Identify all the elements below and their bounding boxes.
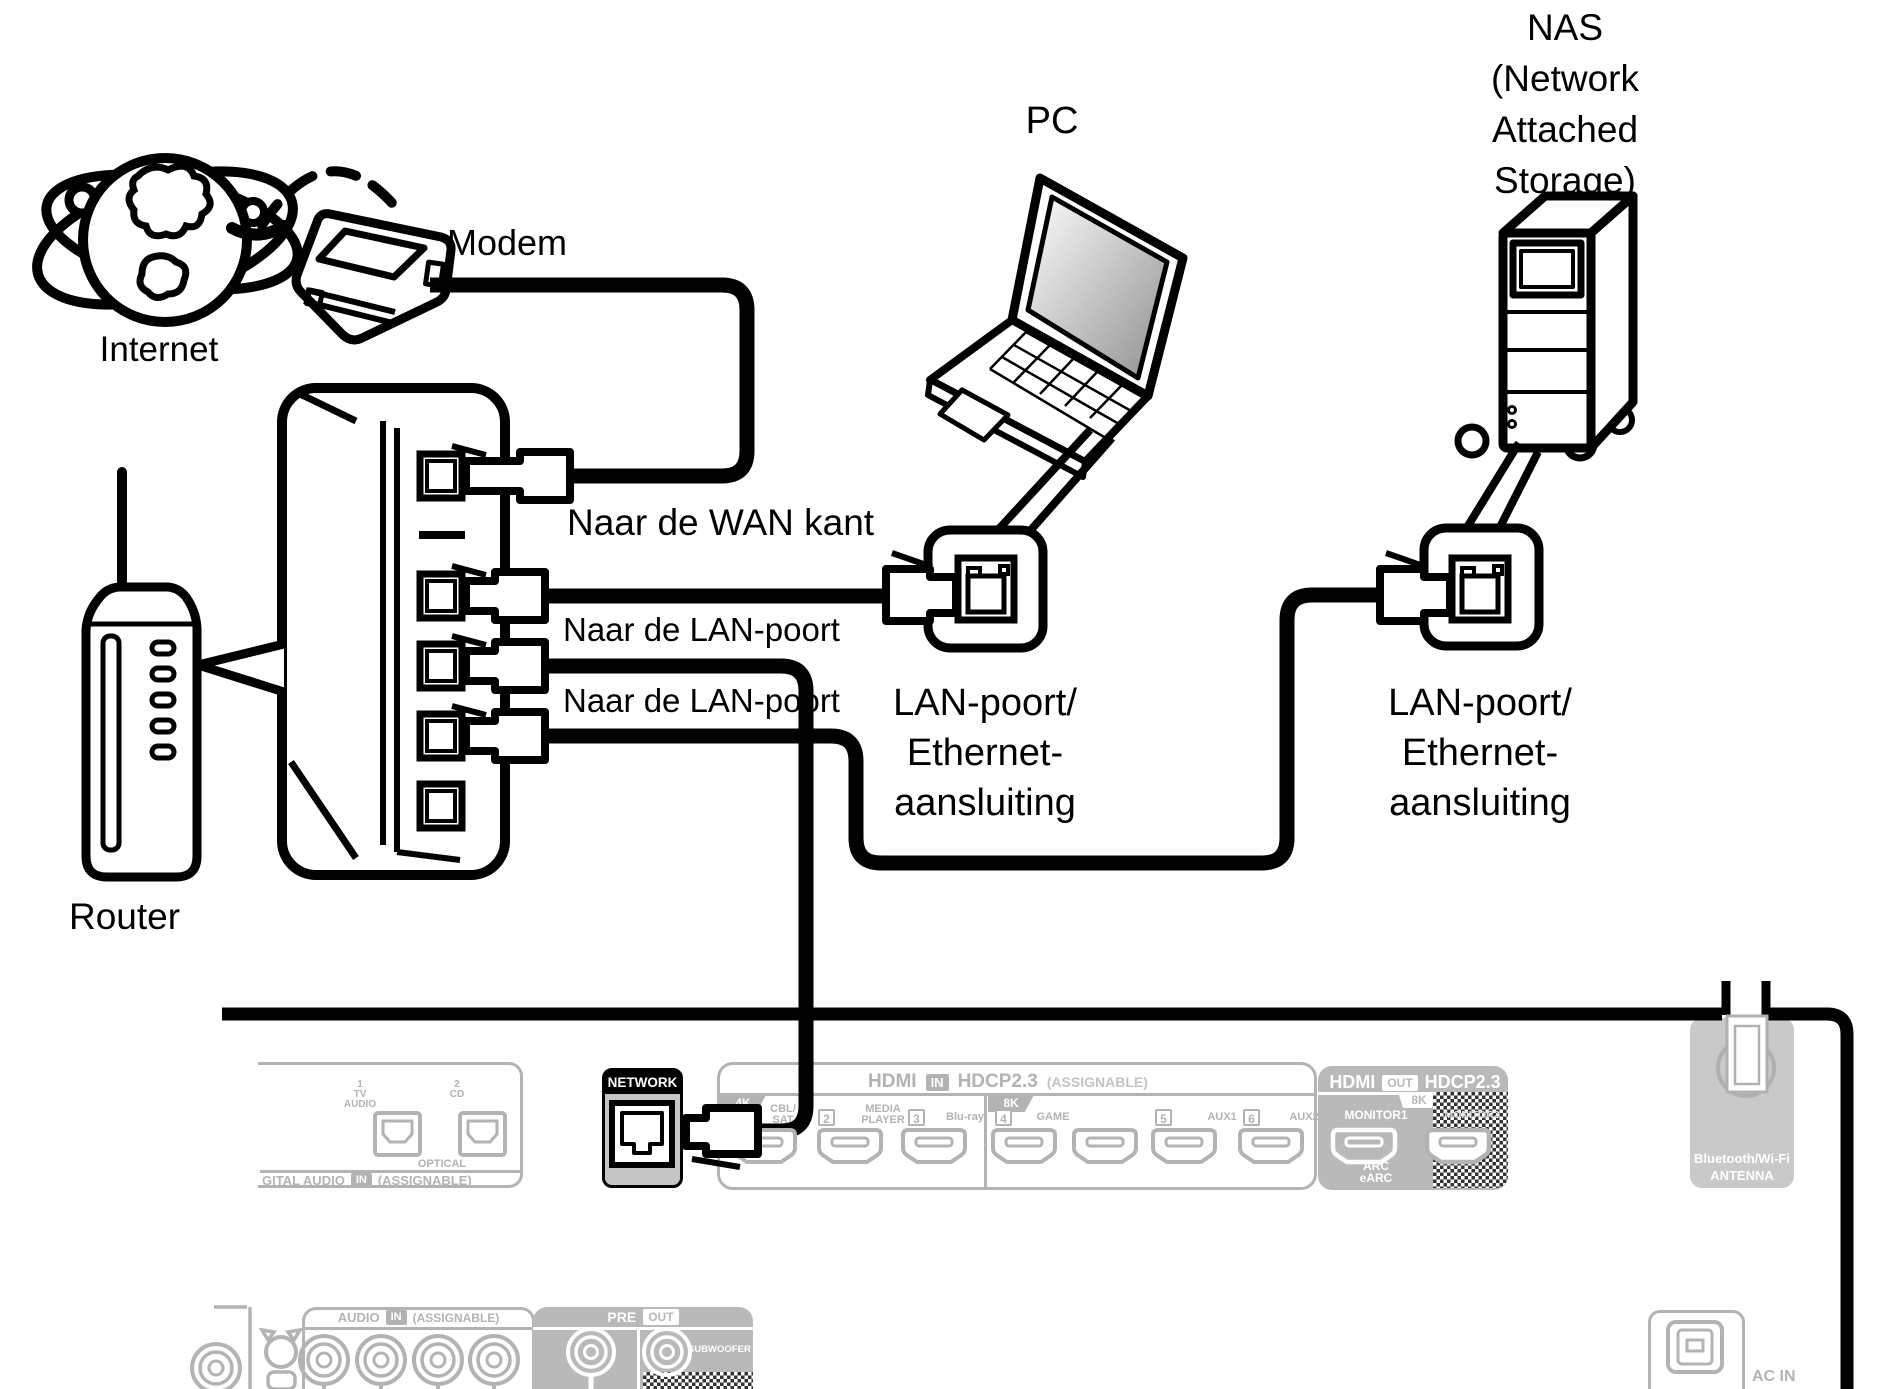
router-label: Router xyxy=(68,896,181,937)
nas-callout-tail xyxy=(1462,440,1542,532)
network-port-box: NETWORK xyxy=(602,1068,683,1188)
lan-port-2 xyxy=(416,640,466,692)
hdmi-out-title: HDMI xyxy=(1329,1072,1376,1092)
digital-audio-footer: GITAL AUDIO IN (ASSIGNABLE) xyxy=(262,1173,472,1188)
pre-out-title: PRE xyxy=(607,1309,637,1325)
audio-in-header: AUDIO IN (ASSIGNABLE) xyxy=(302,1310,535,1325)
hdmi-input-game-label: GAME xyxy=(1036,1111,1070,1123)
hdmi-in-header: HDMI IN HDCP2.3 (ASSIGNABLE) xyxy=(868,1071,1148,1093)
hdmi-in-hdcp: HDCP2.3 xyxy=(957,1071,1038,1092)
hdmi-input-6-badge: 6 xyxy=(1243,1109,1260,1126)
internet-globe-icon xyxy=(32,153,303,327)
network-tag: NETWORK xyxy=(605,1071,680,1094)
lan-poort-label-1: Naar de LAN-poort xyxy=(563,611,840,648)
wan-port xyxy=(416,450,466,502)
router-device-icon xyxy=(81,467,202,882)
pre-out-header: PRE OUT xyxy=(533,1309,753,1325)
hdmi-out-badge: OUT xyxy=(1382,1074,1418,1091)
audio-in-rule xyxy=(304,1327,533,1330)
lan-plug-3 xyxy=(462,708,549,764)
digital-audio-in-badge: IN xyxy=(350,1173,372,1188)
nas-ethernet-label: LAN-poort/Ethernet-aansluiting xyxy=(1388,682,1572,824)
pc-laptop-icon xyxy=(925,173,1188,480)
modem-label: Modem xyxy=(447,222,568,263)
lan-poort-label-2: Naar de LAN-poort xyxy=(563,682,840,719)
internet-label: Internet xyxy=(99,330,219,369)
hdmi-out-rule xyxy=(1318,1092,1400,1095)
monitor1-label: MONITOR1 xyxy=(1344,1108,1408,1122)
router-ethernet-plugs xyxy=(451,443,574,764)
wan-kant-label: Naar de WAN kant xyxy=(567,502,875,543)
pre-out-badge: OUT xyxy=(643,1309,679,1325)
subwoofer-label: SUBWOOFER 1 xyxy=(688,1344,759,1355)
hdmi-in-section xyxy=(717,1062,1317,1190)
hdmi-in-assignable: (ASSIGNABLE) xyxy=(1046,1074,1148,1090)
ac-in-label: AC IN xyxy=(1752,1368,1796,1385)
lan-plug-2 xyxy=(462,638,549,694)
digital-audio-rule xyxy=(260,1170,521,1173)
hdmi-in-rule xyxy=(719,1093,1315,1096)
bottom-row-fragments xyxy=(190,1305,304,1389)
hdmi-input-bluray-label: Blu-ray xyxy=(946,1111,984,1123)
pre-out-divider xyxy=(637,1330,640,1389)
nas-icon xyxy=(1454,191,1638,462)
hdmi-in-divider xyxy=(984,1094,987,1188)
audio-in-title: AUDIO xyxy=(337,1310,380,1325)
wireless-link-dashes xyxy=(257,166,397,230)
monitor2-label: MONITOR2 xyxy=(1444,1109,1500,1121)
hdmi-input-cblsat-label: CBL/SAT xyxy=(770,1103,796,1126)
router-ports-callout xyxy=(193,383,510,880)
hdmi-input-3-badge: 3 xyxy=(908,1109,925,1126)
digital-audio-jack1-label: 1 TV AUDIO xyxy=(343,1079,377,1110)
hdmi-8k-tab: 8K xyxy=(988,1095,1034,1112)
audio-in-assignable: (ASSIGNABLE) xyxy=(412,1310,500,1325)
hdmi-out-header: HDMI OUT HDCP2.3 xyxy=(1329,1072,1501,1093)
pre-out-hatch xyxy=(643,1372,753,1389)
antenna-posts xyxy=(1721,981,1771,1015)
digital-audio-jack2-label: 2 CD xyxy=(449,1079,465,1100)
hdmi-in-badge: IN xyxy=(925,1073,949,1091)
monitor2-hatch-area xyxy=(1433,1092,1508,1188)
nas-lan-callout xyxy=(1376,523,1544,651)
hdmi-out-8k-tab: 8K xyxy=(1398,1092,1440,1108)
pc-callout-tail xyxy=(994,427,1116,534)
modem-icon xyxy=(291,209,456,345)
hdmi-out-hdcp: HDCP2.3 xyxy=(1424,1072,1501,1092)
lan-plug-1 xyxy=(462,568,549,624)
port-separator xyxy=(419,531,465,539)
optical-label: OPTICAL xyxy=(417,1158,467,1170)
ac-in-box xyxy=(1648,1310,1745,1389)
hdmi-input-5-badge: 5 xyxy=(1155,1109,1172,1126)
hdmi-input-aux2-label: AUX2 xyxy=(1289,1111,1319,1123)
wan-plug xyxy=(462,448,574,504)
cable-modem-to-wan xyxy=(430,277,755,484)
hdmi-in-title: HDMI xyxy=(868,1071,917,1092)
pc-label: PC xyxy=(1025,100,1079,142)
router-rj45-ports xyxy=(416,450,466,832)
component-jack xyxy=(258,1327,304,1389)
lan-port-3 xyxy=(416,710,466,762)
pc-ethernet-label: LAN-poort/Ethernet-aansluiting xyxy=(893,682,1077,824)
digital-audio-assignable: (ASSIGNABLE) xyxy=(377,1173,472,1188)
lan-port-1 xyxy=(416,570,466,622)
digital-audio-title: GITAL AUDIO xyxy=(262,1173,345,1188)
pc-ethernet-plug xyxy=(882,565,960,625)
nas-label: NAS (Network Attached Storage) xyxy=(1490,7,1640,201)
nas-ethernet-plug xyxy=(1376,565,1454,625)
hdmi-input-4-badge: 4 xyxy=(995,1109,1012,1126)
pre-out-rule xyxy=(533,1327,753,1330)
audio-in-badge: IN xyxy=(385,1310,407,1325)
pc-lan-callout xyxy=(882,525,1048,653)
hdmi-input-aux1-label: AUX1 xyxy=(1207,1111,1237,1123)
hdmi-input-2-badge: 2 xyxy=(818,1109,835,1126)
lan-port-4 xyxy=(416,780,466,832)
